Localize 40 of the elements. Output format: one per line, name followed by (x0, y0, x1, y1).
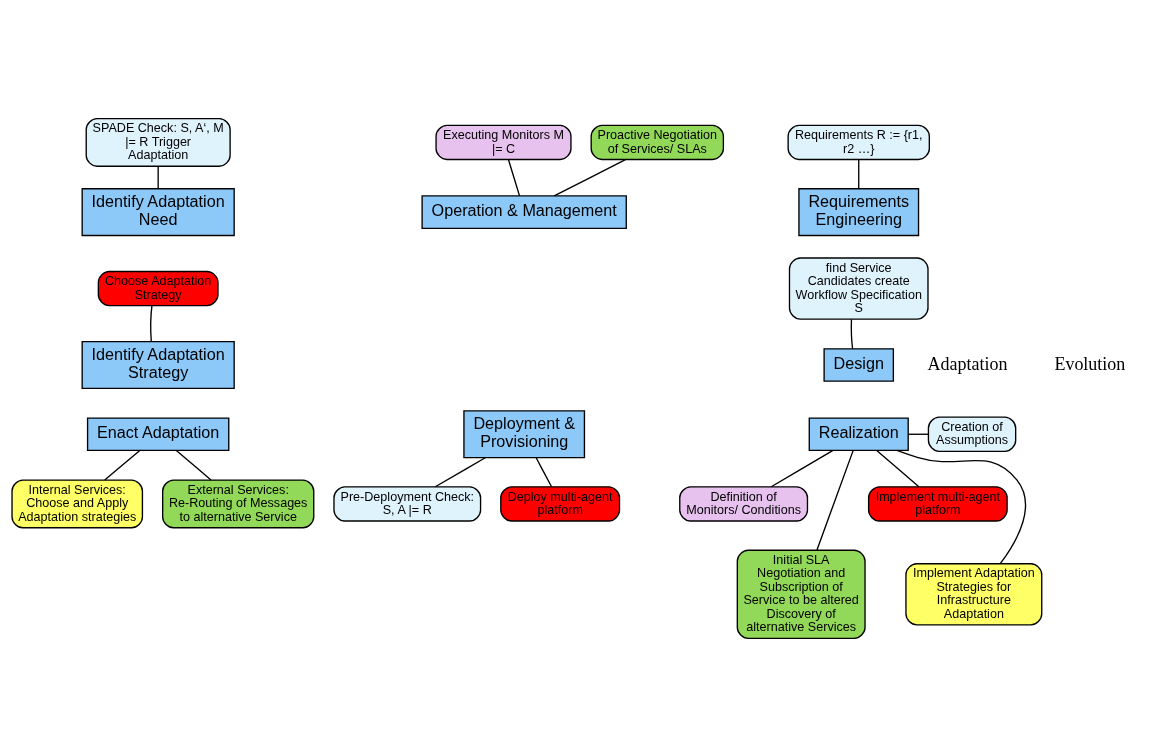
label: Evolution (1054, 353, 1126, 374)
node-box: Implement Adaptation Strategies for Infrastructure Adaptation (905, 562, 1043, 626)
connector (434, 456, 486, 487)
node-box: Definition of Monitors/ Conditions (679, 485, 809, 522)
node-box: Creation of Assumptions (927, 416, 1017, 452)
node-box: Proactive Negotiation of Services/ SLAs (590, 124, 725, 160)
connector (553, 158, 627, 197)
node-box: Internal Services: Choose and Apply Adaptation strategies (11, 478, 144, 528)
node-box: Identify Adaptation Strategy (81, 340, 235, 389)
node-box: Initial SLA Negotiation and Subscription of Service to be altered Discovery of alternative Services (736, 549, 866, 639)
node-box: Choose Adaptation Strategy (97, 270, 219, 306)
node-box: SPADE Check: S, A‘, M |= R Trigger Adaptation (85, 117, 231, 167)
node-box: find Service Candidates create Workflow Specification S (788, 256, 929, 320)
connector (907, 433, 929, 435)
node-box: Executing Monitors M |= C (435, 124, 572, 160)
connector (896, 449, 1027, 564)
node-box: Identify Adaptation Need (81, 187, 235, 236)
connector (175, 449, 212, 481)
node-box: Deploy multi-agent platform (500, 485, 621, 522)
connector (850, 318, 854, 349)
node-box: Requirements Engineering (798, 187, 920, 236)
node-box: Implement multi-agent platform (867, 485, 1008, 522)
label: Adaptation (927, 353, 1008, 374)
connector (770, 449, 834, 487)
connector (876, 449, 920, 487)
connector (104, 449, 141, 481)
node-box: Realization (808, 416, 909, 451)
node-box: Pre-Deployment Check: S, A |= R (333, 485, 482, 522)
node-box: Operation & Management (421, 194, 627, 229)
node-box: External Services: Re-Routing of Messages to alternative Service (162, 478, 315, 528)
connector (150, 304, 153, 342)
connector (535, 456, 553, 487)
connector (157, 165, 159, 189)
node-box: Requirements R := {r1, r2 …} (787, 124, 930, 160)
connector (507, 158, 521, 197)
connector (816, 449, 854, 551)
connector (858, 158, 860, 189)
node-box: Enact Adaptation (86, 416, 230, 451)
node-box: Deployment & Provisioning (463, 409, 586, 458)
node-box: Design (823, 347, 895, 382)
